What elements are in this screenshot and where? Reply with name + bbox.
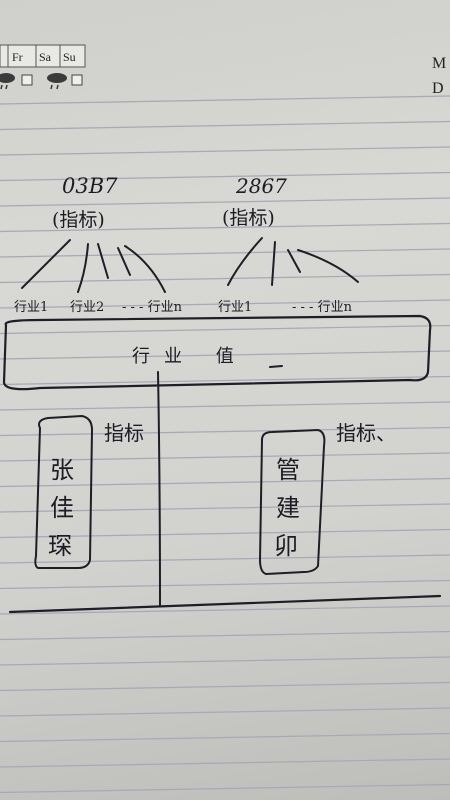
ruled-line: [0, 401, 450, 411]
calendar-header: Fr Sa Su M D: [0, 44, 446, 97]
left-tree-top-label: 03B7: [62, 174, 118, 198]
ruled-line: [0, 426, 450, 437]
right-tree-top-label: 2867: [235, 174, 287, 198]
right-box-char-1: 管: [276, 456, 300, 484]
ruled-lines: [0, 95, 450, 794]
ruled-line: [0, 95, 450, 105]
right-leaf-n: - - - 行业n: [292, 300, 353, 315]
left-leaf-2: 行业2: [70, 300, 104, 315]
ruled-line: [0, 656, 450, 666]
left-leaf-n: - - - 行业n: [122, 300, 183, 315]
left-name-box: 指标 张 佳 琛: [34, 415, 144, 569]
ruled-line: [0, 375, 450, 386]
left-box-char-2: 佳: [50, 494, 74, 522]
checkbox-icon: [71, 74, 83, 86]
left-tree: 03B7 (指标) 行业1 行业2 - - - 行业n: [14, 174, 183, 315]
ruled-line: [0, 299, 450, 309]
day-label-fr: Fr: [12, 50, 23, 64]
ruled-line: [0, 528, 450, 539]
ruled-line: [0, 197, 450, 207]
day-label-su: Su: [63, 50, 76, 64]
divider-line: [157, 371, 161, 606]
ruled-line: [0, 630, 450, 641]
ruled-line: [0, 477, 450, 488]
bottom-baseline: [8, 594, 442, 614]
margin-letter-d: D: [432, 80, 444, 97]
rain-cloud-icon: [47, 73, 67, 90]
day-label-sa: Sa: [39, 50, 52, 64]
ruled-line: [0, 120, 450, 131]
ruled-line: [0, 554, 450, 564]
right-box-side-label: 指标、: [336, 421, 396, 445]
ruled-line: [0, 273, 450, 284]
ruled-line: [0, 783, 450, 794]
ruled-line: [0, 248, 450, 258]
ruled-line: [0, 350, 450, 360]
ruled-line: [0, 146, 450, 156]
ruled-line: [0, 732, 450, 743]
ruled-line: [0, 503, 450, 513]
ruled-line: [0, 707, 450, 717]
ruled-line: [0, 324, 450, 335]
right-box-char-2: 建: [276, 494, 300, 522]
checkbox-icon: [21, 74, 33, 86]
left-tree-sub-label: (指标): [52, 209, 105, 231]
right-tree-sub-label: (指标): [222, 207, 275, 229]
margin-letter-m: M: [432, 55, 446, 72]
right-name-box: 指标、 管 建 卯: [259, 421, 396, 575]
left-leaf-1: 行业1: [14, 300, 48, 315]
left-box-char-1: 张: [50, 456, 74, 484]
right-box-char-3: 卯: [274, 532, 298, 560]
ruled-line: [0, 605, 450, 615]
ruled-line: [0, 222, 450, 233]
right-tree: 2867 (指标) 行业1 - - - 行业n: [218, 174, 359, 315]
rain-cloud-icon: [0, 73, 15, 90]
ruled-line: [0, 758, 450, 768]
ruled-line: [0, 452, 450, 462]
left-box-side-label: 指标: [104, 421, 144, 445]
left-box-char-3: 琛: [48, 532, 72, 560]
value-band: 行业 值: [2, 314, 432, 391]
ruled-line: [0, 171, 450, 182]
ruled-line: [0, 681, 450, 692]
ruled-line: [0, 579, 450, 590]
right-leaf-1: 行业1: [218, 300, 252, 315]
band-label: 行业 值: [132, 346, 248, 367]
